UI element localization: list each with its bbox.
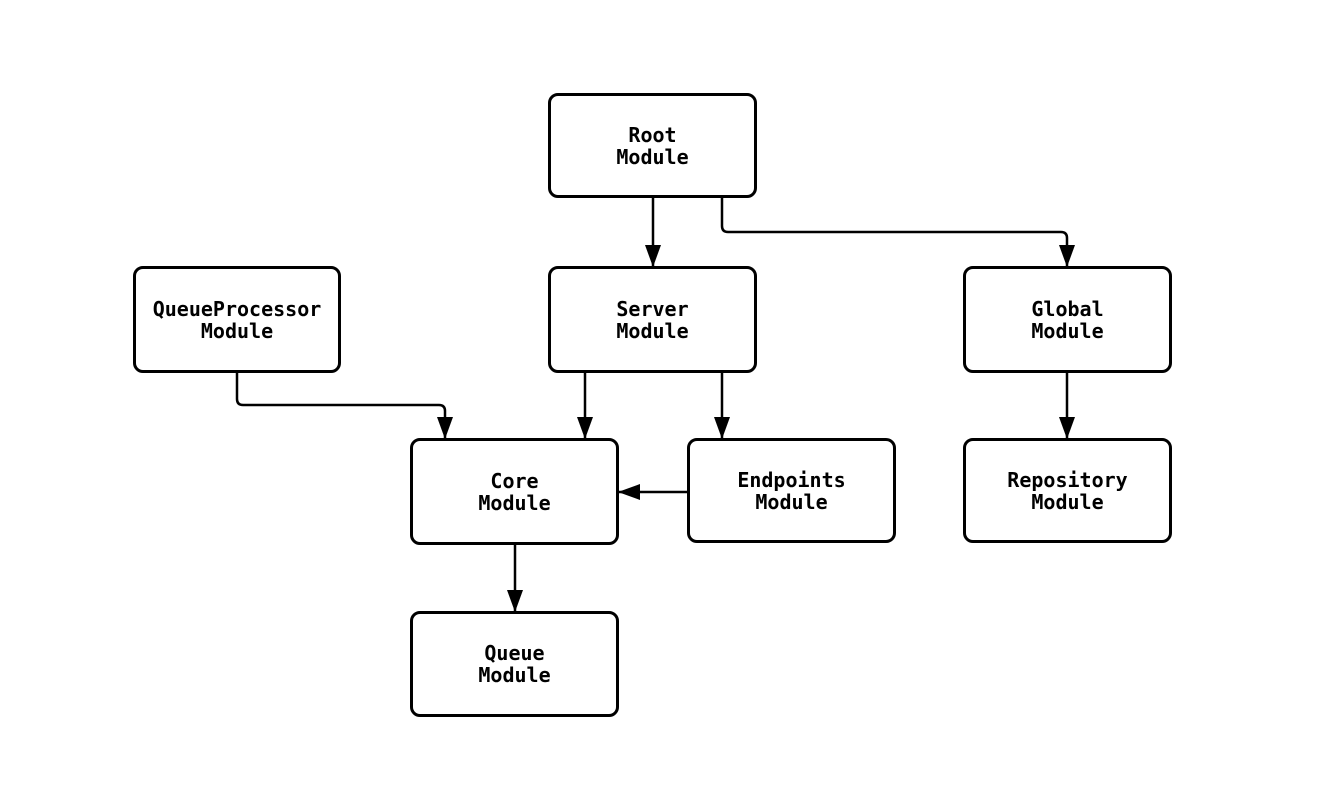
node-label-line: Module xyxy=(200,318,274,343)
node-label-line: Module xyxy=(1031,489,1104,514)
node-label-line: Endpoints xyxy=(737,467,846,492)
node-label-line: Core xyxy=(490,468,539,493)
node-label-line: Module xyxy=(478,663,551,687)
node-label-line: Module xyxy=(755,489,828,514)
node-label-line: Module xyxy=(478,490,551,515)
node-label-line: Module xyxy=(616,144,689,169)
node-label-line: Global xyxy=(1031,296,1104,321)
node-label-line: Queue xyxy=(484,641,545,665)
node-label-line: Root xyxy=(628,122,677,147)
node-label-line: Module xyxy=(616,318,689,343)
node-label-line: Server xyxy=(616,296,689,321)
node-label-line: QueueProcessor xyxy=(152,296,322,321)
node-label-line: Repository xyxy=(1007,467,1128,492)
node-label-line: Module xyxy=(1031,318,1104,343)
